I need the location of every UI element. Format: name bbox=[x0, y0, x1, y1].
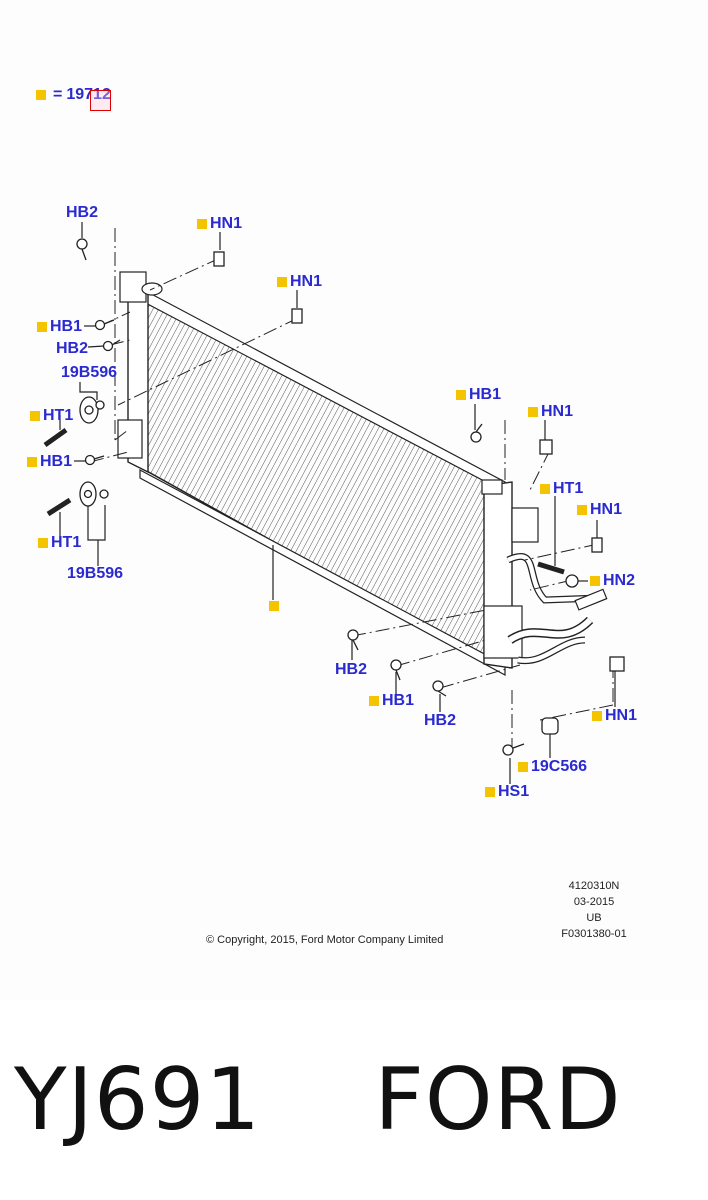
marker-square-icon bbox=[269, 601, 279, 611]
callout-ht1-a[interactable]: HT1 bbox=[30, 407, 73, 425]
drawing-date: 03-2015 bbox=[573, 896, 615, 908]
marker-square-icon bbox=[577, 505, 587, 515]
callout-hb2-d[interactable]: HB2 bbox=[424, 712, 457, 729]
pipe-upper bbox=[506, 552, 601, 604]
callout-19b596-b[interactable]: 19B596 bbox=[67, 565, 124, 582]
marker-square-icon bbox=[590, 576, 600, 586]
callout-19b596-a[interactable]: 19B596 bbox=[61, 364, 118, 381]
marker-square-icon bbox=[540, 484, 550, 494]
parts-diagram: = 19712 HB2 HN1 HN1 HB1 HB2 19B596 HT1 H… bbox=[27, 86, 638, 946]
marker-square-icon bbox=[528, 407, 538, 417]
marker-square-icon bbox=[369, 696, 379, 706]
part-caption: YJ691 FORD bbox=[14, 1050, 694, 1160]
leader-lines bbox=[59, 222, 616, 784]
copyright-notice: © Copyright, 2015, Ford Motor Company Li… bbox=[206, 934, 444, 946]
radiator-drawing bbox=[43, 222, 625, 784]
callout-hn1-c[interactable]: HN1 bbox=[528, 403, 573, 421]
callout-hb1-d[interactable]: HB1 bbox=[369, 692, 414, 710]
marker-square-icon bbox=[485, 787, 495, 797]
callout-hn1-b[interactable]: HN1 bbox=[277, 273, 322, 291]
marker-square-icon bbox=[277, 277, 287, 287]
selection-hotspot[interactable] bbox=[90, 90, 111, 111]
marker-square-icon bbox=[27, 457, 37, 467]
callout-hn2[interactable]: HN2 bbox=[590, 572, 635, 590]
callout-hs1[interactable]: HS1 bbox=[485, 783, 529, 801]
callout-hb2-b[interactable]: HB2 bbox=[56, 340, 89, 357]
callout-ht1-b[interactable]: HT1 bbox=[38, 534, 81, 552]
callout-19712-marker[interactable] bbox=[269, 601, 282, 611]
marker-square-icon bbox=[592, 711, 602, 721]
callout-hn1-a[interactable]: HN1 bbox=[197, 215, 242, 233]
callout-ht1-c[interactable]: HT1 bbox=[540, 480, 583, 498]
marker-square-icon bbox=[38, 538, 48, 548]
assembly-lines bbox=[89, 228, 614, 752]
callout-hb1-b[interactable]: HB1 bbox=[27, 453, 72, 471]
callout-hn1-e[interactable]: HN1 bbox=[592, 707, 637, 725]
marker-square-icon bbox=[197, 219, 207, 229]
marker-square-icon bbox=[30, 411, 40, 421]
marker-square-icon bbox=[36, 90, 46, 100]
legend-equals: = bbox=[53, 86, 63, 103]
marker-square-icon bbox=[518, 762, 528, 772]
callout-hb1-c[interactable]: HB1 bbox=[456, 386, 501, 404]
radiator-core bbox=[144, 293, 501, 670]
drawing-metadata: 4120310N 03-2015 UB F0301380-01 bbox=[554, 878, 634, 942]
callout-hb1-a[interactable]: HB1 bbox=[37, 318, 82, 336]
drawing-code: 4120310N bbox=[568, 880, 620, 892]
callout-hb2-top[interactable]: HB2 bbox=[66, 204, 99, 221]
fasteners bbox=[43, 238, 625, 756]
caption-brand: FORD bbox=[374, 1050, 622, 1150]
drawing-ref: F0301380-01 bbox=[561, 928, 627, 940]
callout-hn1-d[interactable]: HN1 bbox=[577, 501, 622, 519]
callout-19c566[interactable]: 19C566 bbox=[518, 758, 587, 776]
marker-square-icon bbox=[456, 390, 466, 400]
marker-square-icon bbox=[37, 322, 47, 332]
callout-hb2-c[interactable]: HB2 bbox=[335, 661, 368, 678]
caption-part-number: YJ691 bbox=[14, 1050, 262, 1150]
drawing-ub: UB bbox=[586, 912, 602, 924]
